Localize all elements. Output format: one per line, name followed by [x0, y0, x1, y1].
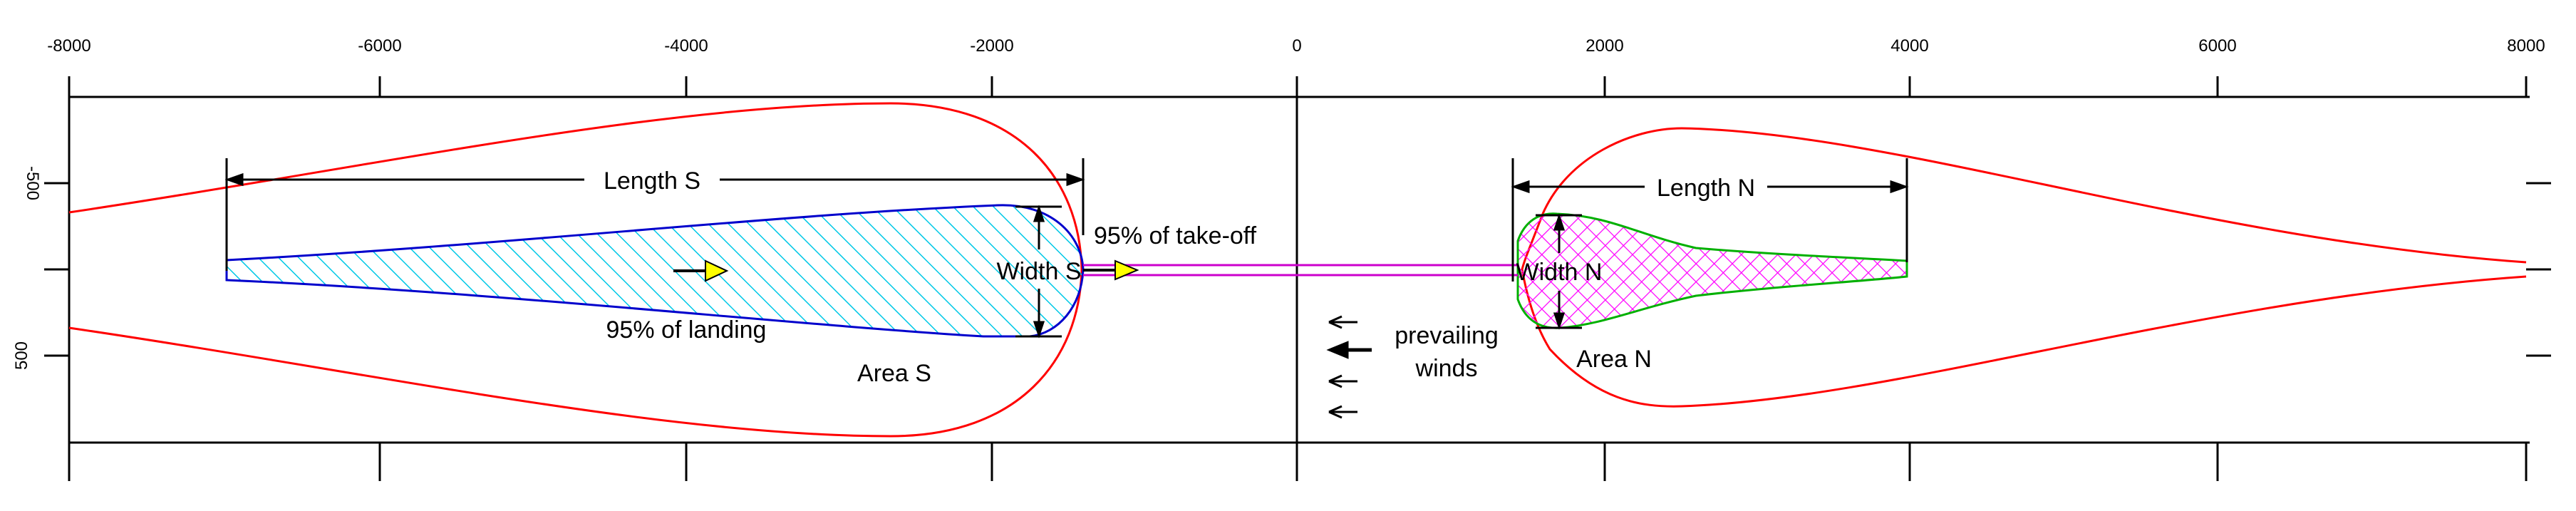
length-s-dimension [224, 158, 1085, 271]
x-tick-marks [44, 76, 2551, 481]
x-tick-labels: -8000 -6000 -4000 -2000 0 2000 4000 6000… [47, 36, 2545, 56]
length-s-label: Length S [604, 167, 700, 195]
x-tick-label: -6000 [358, 36, 401, 56]
runway [1083, 264, 1518, 277]
takeoff-label: 95% of take-off [1094, 222, 1257, 249]
landing-label: 95% of landing [606, 316, 767, 344]
takeoff-direction-arrow [1083, 259, 1139, 281]
prevailing-winds-label-line2: winds [1415, 355, 1478, 382]
area-n-label: Area N [1576, 346, 1652, 373]
width-s-label: Width S [996, 258, 1081, 285]
length-n-label: Length N [1657, 175, 1755, 202]
prevailing-winds-label-line1: prevailing [1395, 322, 1499, 349]
width-s-dimension [1015, 205, 1062, 339]
x-tick-label: -4000 [664, 36, 708, 56]
x-tick-label: 8000 [2507, 36, 2545, 56]
x-tick-label: 2000 [1586, 36, 1623, 56]
area-n-footprint [1516, 212, 1908, 329]
prevailing-winds-arrows [1326, 315, 1372, 419]
landing-direction-arrow [673, 259, 729, 282]
y-tick-label: -500 [23, 166, 42, 200]
x-tick-label: 6000 [2198, 36, 2236, 56]
area-s-label: Area S [857, 360, 931, 387]
width-n-label: Width N [1516, 259, 1603, 286]
x-tick-label: 0 [1292, 36, 1301, 56]
length-n-dimension [1511, 158, 1909, 282]
width-n-dimension [1536, 213, 1582, 330]
y-tick-label: 500 [12, 341, 31, 370]
x-tick-label: -8000 [47, 36, 90, 56]
x-tick-label: 4000 [1890, 36, 1928, 56]
x-tick-label: -2000 [970, 36, 1013, 56]
